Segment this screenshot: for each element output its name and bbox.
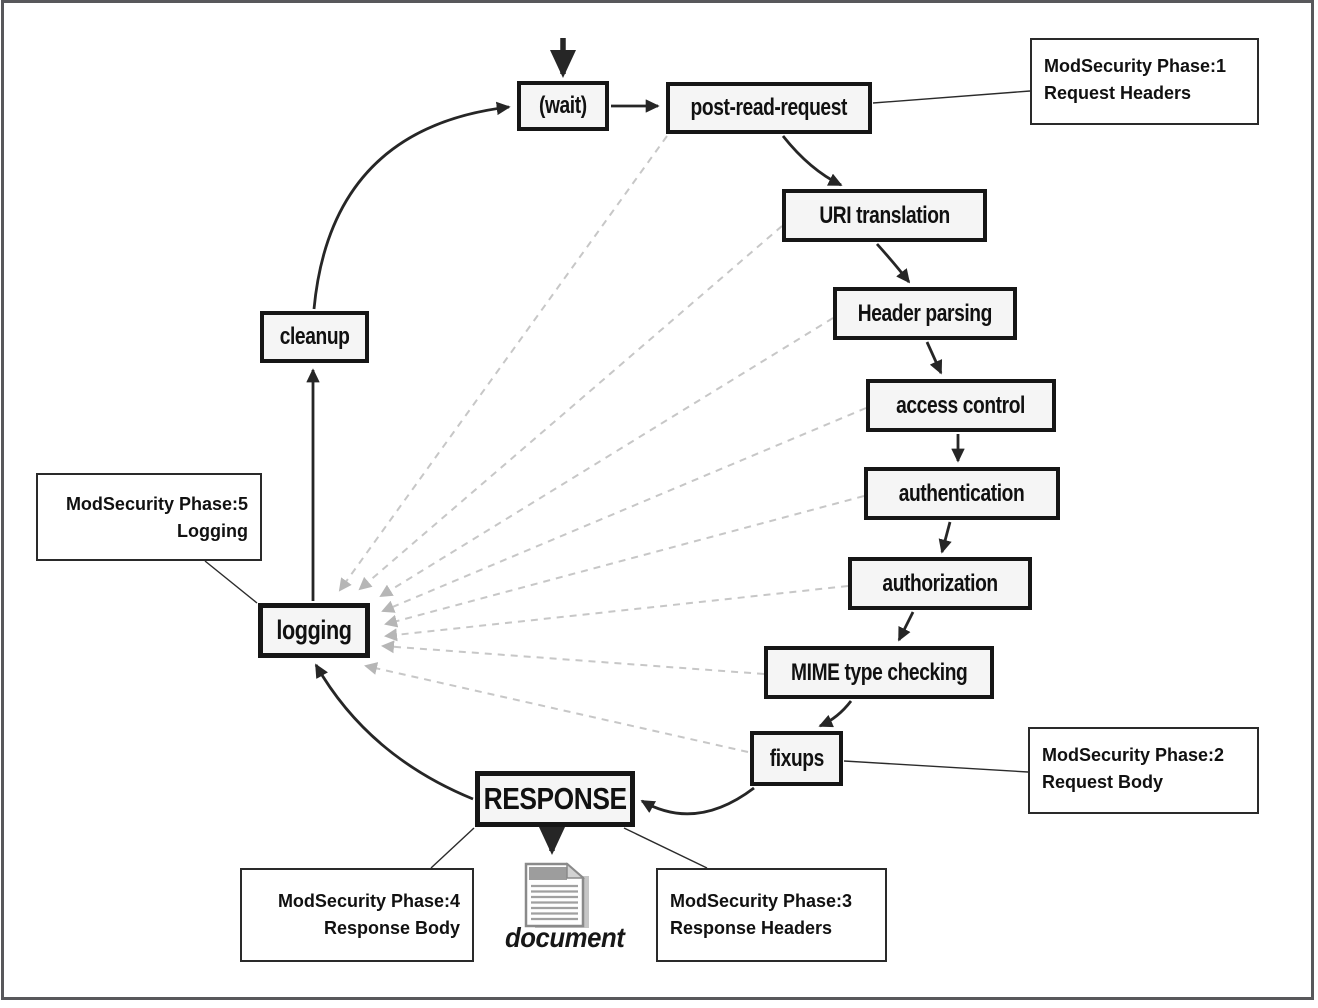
callout-phase4-line1: ModSecurity Phase:4	[277, 891, 460, 911]
dashed-header-parsing-to-logging	[379, 317, 834, 598]
node-authentication: authentication	[864, 467, 1060, 520]
document-icon-header-band	[529, 867, 567, 880]
callout-phase4: ModSecurity Phase:4 Response Body	[240, 868, 474, 962]
node-post-read-request: post-read-request	[666, 82, 872, 134]
callout-phase1-line2: Request Headers	[1044, 83, 1192, 103]
document-icon	[524, 862, 589, 928]
node-uri-translation-label: URI translation	[819, 201, 950, 229]
node-logging-label: logging	[276, 615, 352, 645]
node-response-label: RESPONSE	[483, 781, 627, 816]
node-wait-label: (wait)	[539, 92, 587, 119]
connector-phase5-logging	[204, 560, 258, 604]
arrow-response-to-logging	[314, 663, 474, 801]
dashed-access-control-to-logging	[381, 407, 867, 613]
dashed-uri-translation-to-logging	[358, 225, 783, 591]
solid-flow-arrows	[306, 38, 965, 855]
connector-fixups-phase2	[843, 760, 1029, 773]
node-access-control-label: access control	[896, 391, 1026, 419]
callout-phase1-line1: ModSecurity Phase:1	[1044, 56, 1227, 76]
document-icon-folded-corner	[566, 862, 585, 879]
callout-phase2: ModSecurity Phase:2 Request Body	[1028, 727, 1259, 814]
node-post-read-request-label: post-read-request	[690, 94, 848, 121]
node-logging: logging	[258, 603, 370, 658]
callout-phase3-line1: ModSecurity Phase:3	[670, 891, 853, 911]
document-label: document	[504, 922, 625, 953]
arrow-header-parsing-to-access-control	[925, 341, 943, 375]
dashed-arrows-to-logging	[338, 135, 867, 753]
node-authorization-label: authorization	[882, 569, 998, 597]
node-fixups: fixups	[750, 731, 843, 786]
callout-phase5-line1: ModSecurity Phase:5	[65, 494, 248, 514]
node-access-control: access control	[866, 379, 1056, 432]
arrow-uri-translation-to-header-parsing	[875, 243, 911, 284]
node-uri-translation: URI translation	[782, 189, 987, 242]
node-mime-type-checking-label: MIME type checking	[790, 658, 968, 686]
node-authorization: authorization	[848, 557, 1032, 610]
arrow-fixups-to-response	[640, 786, 755, 816]
node-header-parsing: Header parsing	[833, 287, 1017, 340]
node-mime-type-checking: MIME type checking	[764, 646, 994, 699]
callout-phase3-line2: Response Headers	[670, 918, 833, 938]
callout-phase3: ModSecurity Phase:3 Response Headers	[656, 868, 887, 962]
callout-connectors	[204, 90, 1031, 869]
arrow-authentication-to-authorization	[938, 521, 952, 554]
document-icon-text-lines	[531, 884, 578, 921]
callout-phase2-line1: ModSecurity Phase:2	[1042, 745, 1225, 765]
node-fixups-label: fixups	[769, 744, 824, 772]
callout-phase2-line2: Request Body	[1042, 772, 1164, 792]
node-response: RESPONSE	[475, 771, 635, 827]
arrow-cleanup-to-wait	[312, 101, 511, 310]
node-wait: (wait)	[517, 81, 609, 131]
dashed-fixups-to-logging	[364, 662, 749, 753]
node-authentication-label: authentication	[899, 479, 1025, 507]
dashed-mime-type-checking-to-logging	[381, 640, 765, 675]
arrow-post-read-request-to-uri-translation	[781, 135, 843, 187]
dashed-post-read-request-to-logging	[338, 135, 668, 592]
callout-phase5-line2: Logging	[177, 521, 248, 541]
arrow-authorization-to-mime-type-checking	[897, 611, 915, 642]
node-header-parsing-label: Header parsing	[857, 299, 993, 327]
connector-post-read-request-phase1	[872, 90, 1031, 104]
arrow-mime-type-checking-to-fixups	[818, 700, 853, 728]
connector-response-phase3	[623, 827, 708, 869]
node-cleanup: cleanup	[260, 311, 369, 363]
callout-phase1: ModSecurity Phase:1 Request Headers	[1030, 38, 1259, 125]
connector-response-phase4	[430, 827, 475, 869]
dashed-authorization-to-logging	[384, 585, 849, 642]
callout-phase4-line2: Response Body	[323, 918, 460, 938]
callout-phase5: ModSecurity Phase:5 Logging	[36, 473, 262, 561]
dashed-authentication-to-logging	[384, 495, 865, 628]
node-cleanup-label: cleanup	[279, 323, 350, 350]
